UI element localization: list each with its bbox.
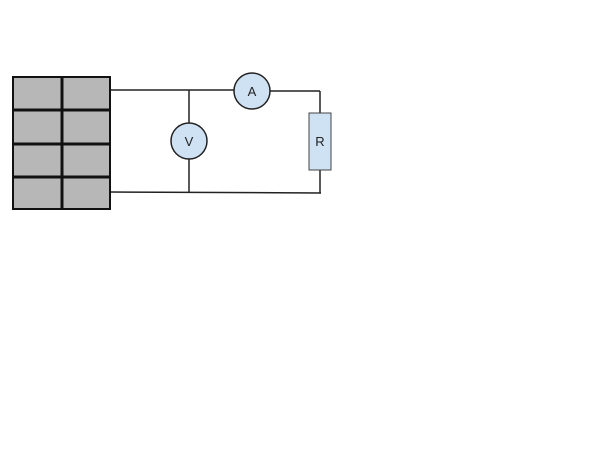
resistor-label: R bbox=[315, 134, 324, 149]
voltmeter: V bbox=[170, 122, 208, 160]
voltmeter-label: V bbox=[185, 134, 194, 149]
voltmeter-circle bbox=[170, 122, 208, 160]
resistor-body bbox=[308, 112, 332, 171]
battery-panel bbox=[12, 76, 111, 210]
resistor: R bbox=[308, 112, 332, 171]
ammeter-circle bbox=[233, 72, 271, 110]
ammeter-label: A bbox=[248, 84, 257, 99]
bottom-wire bbox=[109, 191, 322, 194]
ammeter: A bbox=[233, 72, 271, 110]
